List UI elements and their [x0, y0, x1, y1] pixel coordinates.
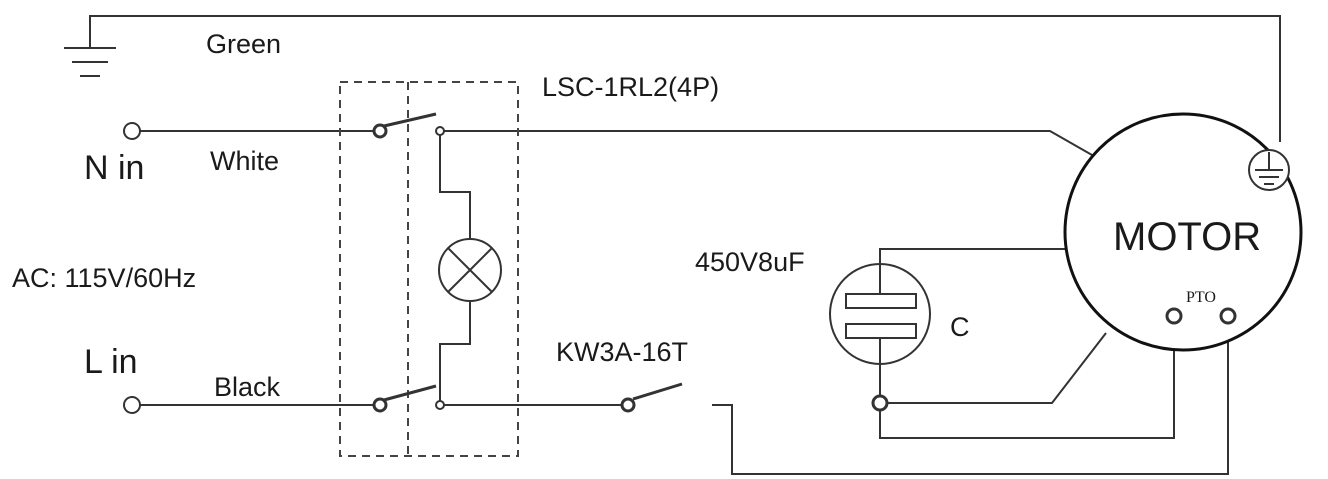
capacitor-rating-label: 450V8uF	[695, 247, 805, 277]
switch-pole-top	[372, 112, 445, 139]
n-in-label: N in	[84, 149, 144, 187]
thermostat-switch	[620, 382, 683, 413]
green-label: Green	[206, 29, 281, 59]
thermostat-model-label: KW3A-16T	[556, 337, 688, 367]
neutral-wire-to-motor	[440, 130, 1093, 156]
capacitor-icon	[829, 263, 931, 365]
lamp-branch-bottom	[439, 302, 471, 405]
motor-ground-icon	[1248, 149, 1290, 191]
ground-icon	[64, 47, 116, 77]
motor-housing	[1063, 112, 1303, 352]
lamp-icon	[438, 238, 502, 302]
capacitor-to-pto-wire	[879, 320, 1175, 439]
l-in-label: L in	[84, 343, 138, 381]
thermostat-output-wire	[712, 320, 1229, 475]
capacitor-top-wire	[879, 248, 1068, 270]
lamp-branch-top	[439, 131, 471, 238]
capacitor-to-motor-wire	[888, 332, 1107, 404]
n-in-terminal	[123, 122, 141, 140]
capacitor-terminal	[871, 394, 889, 412]
motor-label: MOTOR	[1113, 215, 1261, 259]
pto-label: PTO	[1186, 289, 1216, 306]
capacitor-symbol-label: C	[950, 312, 970, 342]
black-label: Black	[214, 372, 281, 402]
switch-model-label: LSC-1RL2(4P)	[542, 72, 719, 102]
pto-terminal-left	[1165, 307, 1183, 325]
switch-pole-bottom	[372, 384, 445, 413]
white-label: White	[210, 146, 279, 176]
l-in-terminal	[123, 396, 141, 414]
pto-terminal-right	[1219, 307, 1237, 325]
ac-supply-label: AC: 115V/60Hz	[12, 263, 196, 293]
green-ground-wire	[89, 15, 1281, 142]
